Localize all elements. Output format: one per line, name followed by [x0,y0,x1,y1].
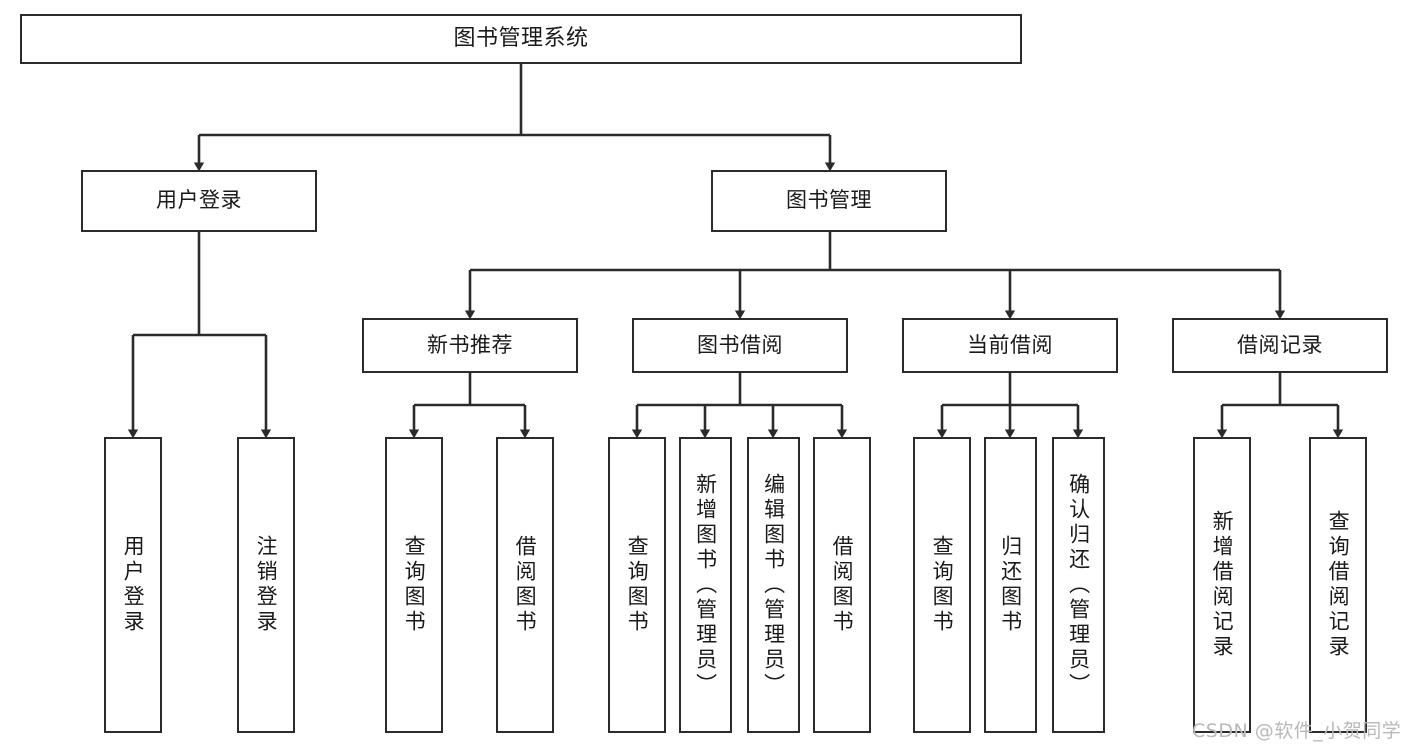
node-leaf-query-book-3[interactable]: 查询图书 [913,437,971,733]
node-new-book-recommend[interactable]: 新书推荐 [362,318,578,373]
node-book-borrow[interactable]: 图书借阅 [632,318,848,373]
node-leaf-confirm-return[interactable]: 确认归还（管理员） [1052,437,1105,733]
node-leaf-edit-book[interactable]: 编辑图书（管理员） [747,437,800,733]
node-root-system[interactable]: 图书管理系统 [20,14,1022,64]
node-leaf-return-book-label: 归还图书 [998,535,1023,635]
node-leaf-query-record-label: 查询借阅记录 [1326,510,1351,660]
node-current-borrow[interactable]: 当前借阅 [902,318,1118,373]
node-leaf-query-book-3-label: 查询图书 [930,535,955,635]
node-leaf-logout-login[interactable]: 注销登录 [237,437,295,733]
node-leaf-query-book-2[interactable]: 查询图书 [608,437,666,733]
node-leaf-query-book-1-label: 查询图书 [402,535,427,635]
node-leaf-borrow-book-1-label: 借阅图书 [513,535,538,635]
node-borrow-record[interactable]: 借阅记录 [1172,318,1388,373]
node-leaf-confirm-return-label: 确认归还（管理员） [1066,472,1091,698]
node-leaf-borrow-book-2-label: 借阅图书 [830,535,855,635]
node-leaf-user-login[interactable]: 用户登录 [104,437,162,733]
node-user-login[interactable]: 用户登录 [81,170,317,232]
node-leaf-borrow-book-1[interactable]: 借阅图书 [496,437,554,733]
node-leaf-user-login-label: 用户登录 [121,535,146,635]
node-leaf-add-book-label: 新增图书（管理员） [693,472,718,698]
node-leaf-add-record-label: 新增借阅记录 [1210,510,1235,660]
node-leaf-add-book[interactable]: 新增图书（管理员） [679,437,732,733]
node-leaf-edit-book-label: 编辑图书（管理员） [761,472,786,698]
node-leaf-add-record[interactable]: 新增借阅记录 [1193,437,1251,733]
node-leaf-logout-login-label: 注销登录 [254,535,279,635]
node-leaf-borrow-book-2[interactable]: 借阅图书 [813,437,871,733]
node-leaf-query-book-2-label: 查询图书 [625,535,650,635]
node-leaf-query-book-1[interactable]: 查询图书 [385,437,443,733]
node-leaf-query-record[interactable]: 查询借阅记录 [1309,437,1367,733]
node-leaf-return-book[interactable]: 归还图书 [984,437,1037,733]
node-book-management[interactable]: 图书管理 [711,170,947,232]
